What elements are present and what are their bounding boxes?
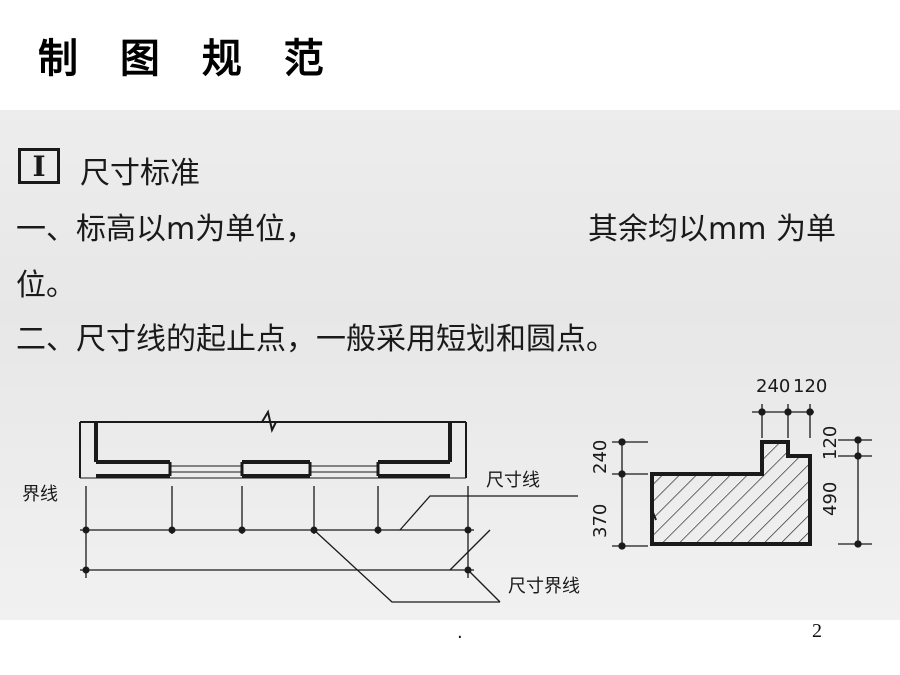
section-drawing bbox=[650, 440, 812, 546]
label-chicunjiexian: 尺寸界线 bbox=[508, 576, 580, 597]
dim-left-240: 240 bbox=[590, 440, 611, 474]
footer-mark: . bbox=[457, 622, 463, 643]
line1-part-b: 其余均以mm 为单 bbox=[588, 212, 836, 247]
page-number: 2 bbox=[812, 620, 822, 642]
section-title: 尺寸标准 bbox=[80, 156, 200, 191]
line1-part-c: 位。 bbox=[16, 268, 76, 303]
dimension-lines bbox=[80, 529, 474, 571]
dim-top-240: 240 bbox=[756, 376, 790, 397]
wall-plan-drawing bbox=[79, 409, 467, 479]
extension-lines bbox=[85, 486, 469, 578]
line2-text: 二、尺寸线的起止点，一般采用短划和圆点。 bbox=[16, 322, 616, 357]
section-dimensions bbox=[612, 404, 872, 550]
dim-right-490: 490 bbox=[820, 482, 841, 516]
dim-right-120: 120 bbox=[820, 426, 841, 460]
leader-lines bbox=[313, 495, 578, 603]
label-jiexian: 界线 bbox=[22, 484, 58, 505]
label-chicunxian: 尺寸线 bbox=[486, 470, 540, 491]
dim-top-120: 120 bbox=[793, 376, 827, 397]
section-number-box: I bbox=[18, 148, 60, 184]
dim-left-370: 370 bbox=[590, 504, 611, 538]
slide-title: 制 图 规 范 bbox=[38, 36, 338, 82]
line1-part-a: 一、标高以m为单位， bbox=[16, 212, 316, 247]
dimension-dots bbox=[82, 526, 472, 574]
